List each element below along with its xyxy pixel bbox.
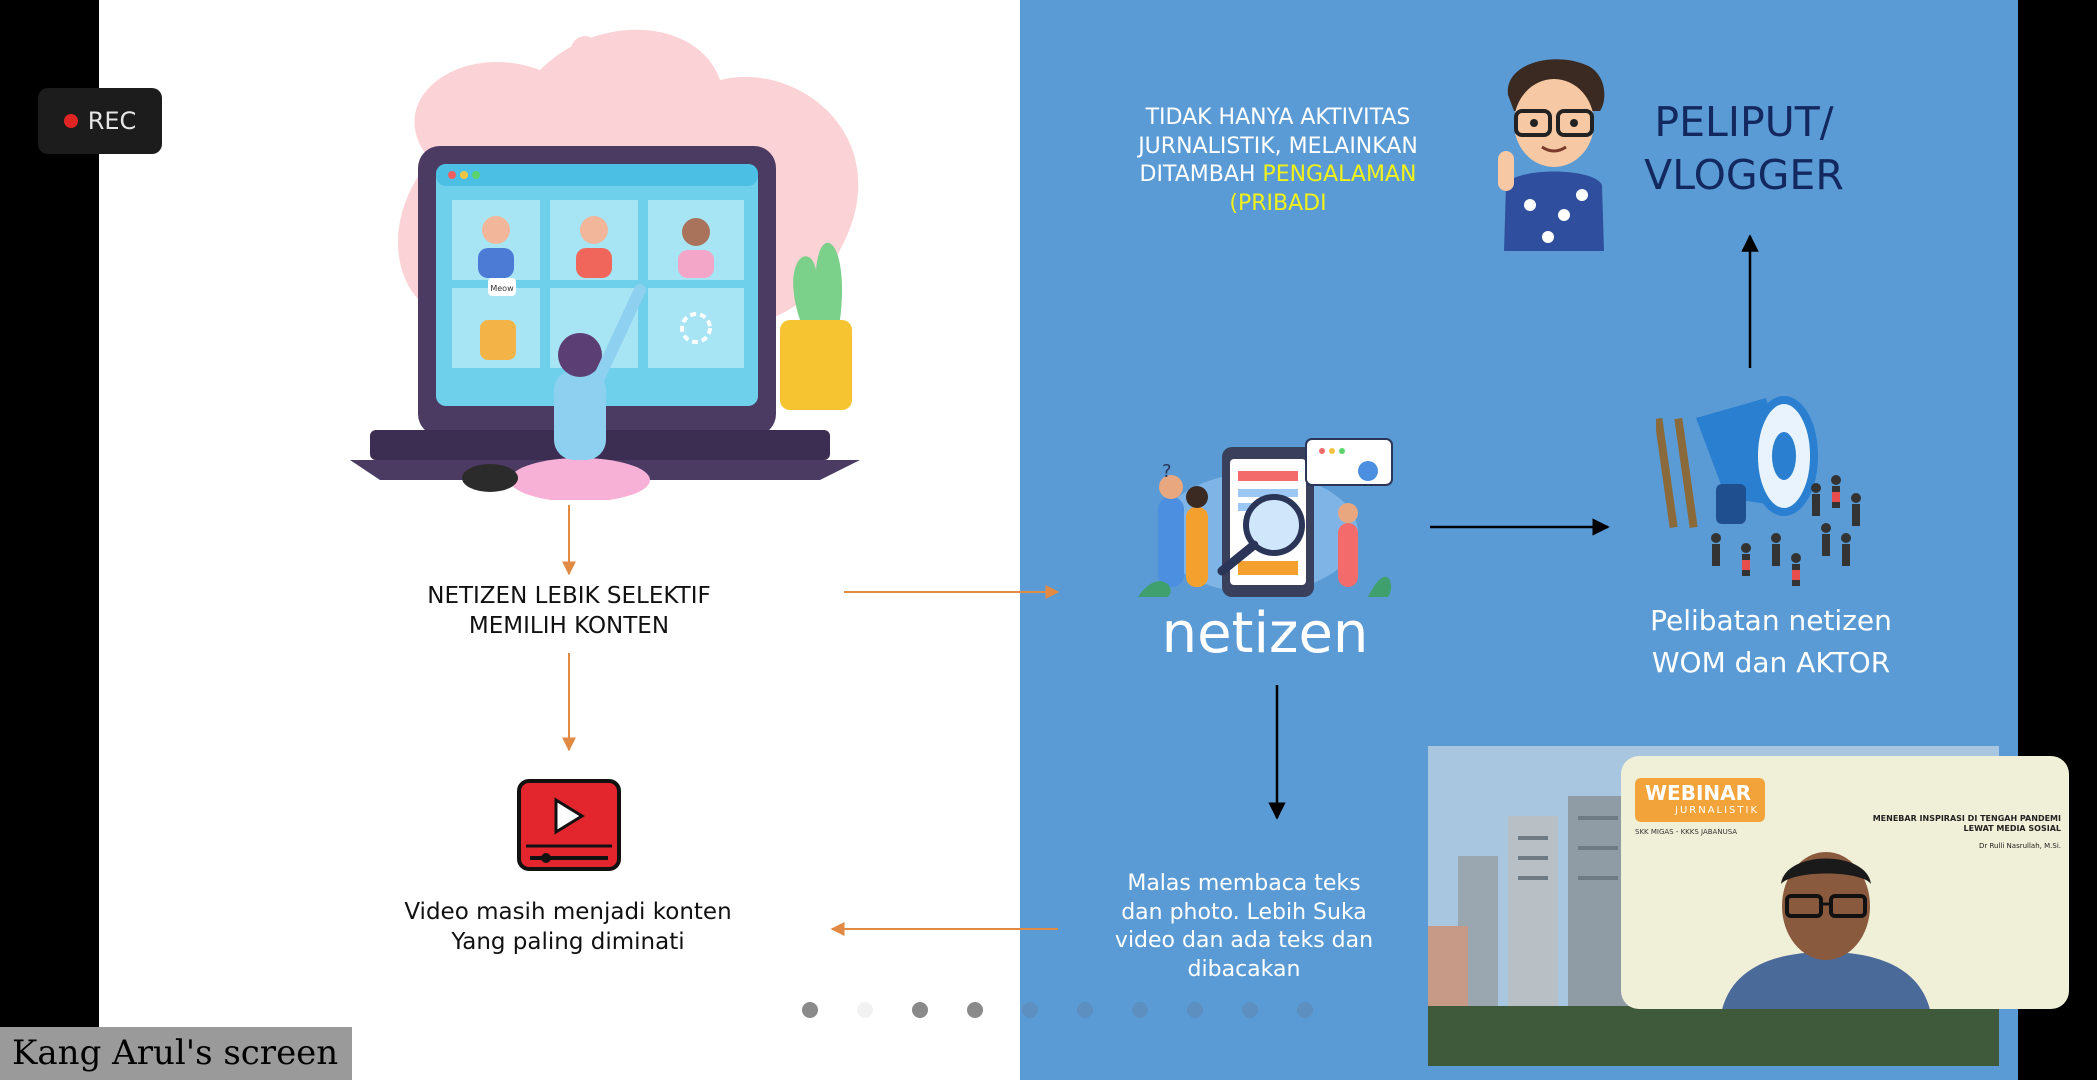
pagination-dot[interactable] [1132, 1002, 1148, 1018]
pagination-dot[interactable] [857, 1002, 873, 1018]
webinar-organizer: SKK MIGAS - KKKS JABANUSA [1635, 828, 1738, 836]
webinar-subtitle: JURNALISTIK [1675, 805, 1760, 816]
svg-text:?: ? [1162, 461, 1172, 482]
peliput-vlogger-text: PELIPUT/ VLOGGER [1644, 98, 1844, 200]
pagination-dot[interactable] [1077, 1002, 1093, 1018]
netizen-label: netizen [1161, 601, 1369, 666]
laptop-meeting-illustration: Meow [350, 29, 860, 500]
webinar-speaker-name: Dr Rulli Nasrullah, M.Si. [1979, 842, 2061, 850]
recording-label: REC [87, 107, 137, 135]
netizen-involvement-text: Pelibatan netizen WOM dan AKTOR [1650, 604, 1892, 679]
pagination-dot[interactable] [1297, 1002, 1313, 1018]
webinar-logo: WEBINAR JURNALISTIK [1635, 778, 1765, 822]
recording-badge: REC [38, 88, 162, 154]
pagination-dot[interactable] [1242, 1002, 1258, 1018]
participant-self-view: WEBINAR JURNALISTIK SKK MIGAS - KKKS JAB… [1621, 756, 2069, 1009]
netizen-search-illustration: ? [1138, 438, 1393, 597]
journalism-text-highlight: PENGALAMAN (PRIBADI [1229, 162, 1417, 216]
pagination-dot[interactable] [802, 1002, 818, 1018]
laptop-chat-bubble: Meow [490, 284, 514, 293]
pagination-dot[interactable] [912, 1002, 928, 1018]
speaker-portrait [1722, 852, 1930, 1009]
journalism-text-plain: TIDAK HANYA AKTIVITAS JURNALISTIK, MELAI… [1138, 105, 1418, 188]
megaphone-crowd-illustration [1656, 396, 1861, 586]
pagination-dot[interactable] [1187, 1002, 1203, 1018]
pagination-dot[interactable] [967, 1002, 983, 1018]
vlogger-cartoon-illustration [1498, 59, 1605, 251]
screen-share-label: Kang Arul's screen [0, 1027, 352, 1080]
reading-preference-text: Malas membaca teks dan photo. Lebih Suka… [1114, 871, 1374, 982]
selective-content-text: NETIZEN LEBIK SELEKTIF MEMILIH KONTEN [427, 583, 711, 639]
video-preference-text: Video masih menjadi konten Yang paling d… [404, 899, 732, 955]
webinar-headline: MENEBAR INSPIRASI DI TENGAH PANDEMI LEWA… [1872, 814, 2061, 834]
record-dot-icon [63, 114, 78, 128]
journalism-experience-text: TIDAK HANYA AKTIVITAS JURNALISTIK, MELAI… [1118, 104, 1438, 218]
webinar-title: WEBINAR [1645, 781, 1752, 805]
pagination-dot[interactable] [1022, 1002, 1038, 1018]
video-play-icon [517, 779, 621, 871]
